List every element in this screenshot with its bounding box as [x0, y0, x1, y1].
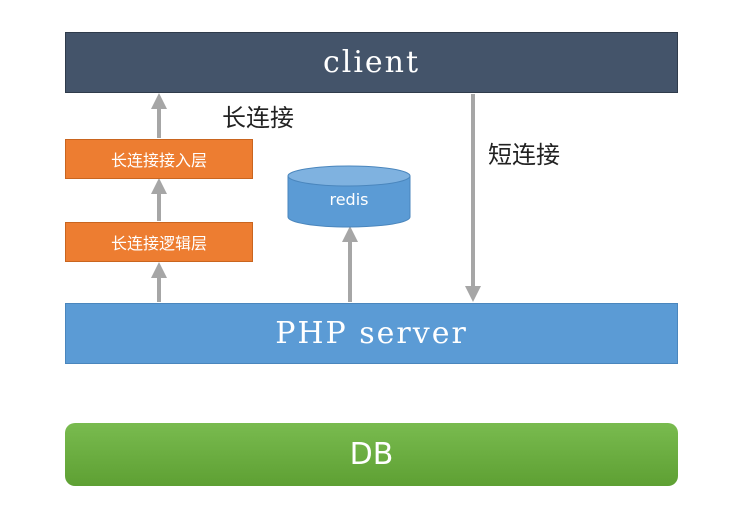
long-connection-label: 长连接	[222, 104, 294, 132]
short-connection-label: 短连接	[488, 141, 560, 169]
client-label: client	[322, 45, 421, 80]
db-box: DB	[65, 423, 678, 486]
db-label: DB	[349, 437, 394, 472]
access-layer-label: 长连接接入层	[110, 151, 207, 170]
php-server-label: PHP server	[275, 316, 468, 351]
logic-layer-label: 长连接逻辑层	[110, 234, 207, 253]
client-box: client	[65, 32, 678, 93]
php-server-box: PHP server	[65, 303, 678, 364]
long-connection-logic-layer: 长连接逻辑层	[65, 222, 253, 262]
redis-label: redis	[329, 190, 369, 209]
long-connection-access-layer: 长连接接入层	[65, 139, 253, 179]
redis-cylinder	[287, 165, 411, 228]
